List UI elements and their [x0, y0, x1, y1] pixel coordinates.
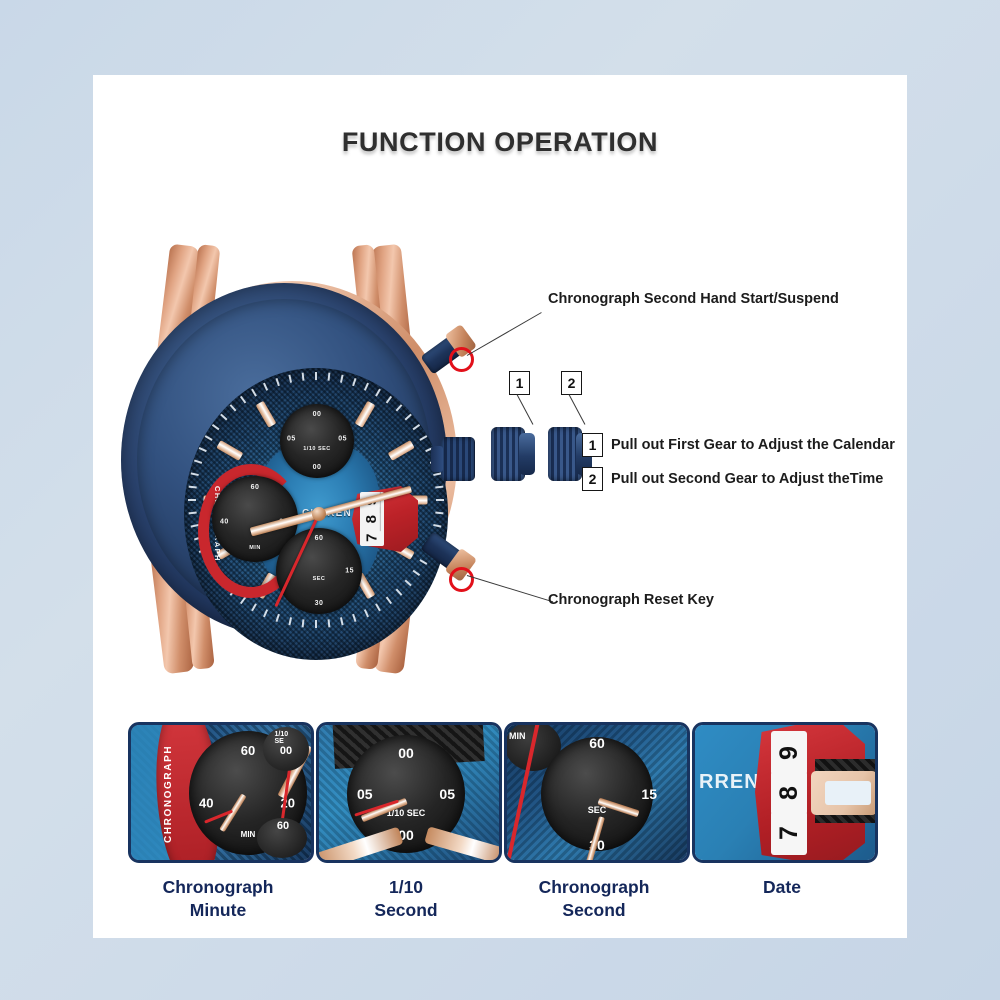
thumbnail-1-arc-text: CHRONOGRAPH — [163, 744, 174, 844]
thumbnail-1-caption-line2: Minute — [189, 900, 247, 921]
thumbnail-4-digit-3: 7 — [771, 811, 807, 855]
thumbnail-3-caption: Chronograph Second — [504, 876, 684, 922]
watch-dial: CHRONOGRAPH 00 05 05 00 1/10 SEC 60 20 4… — [184, 368, 448, 660]
thumbnail-3-num-right: 15 — [641, 786, 657, 802]
crown-position-1[interactable] — [491, 427, 537, 481]
subdial-second-label: SEC — [312, 576, 326, 583]
content-card: FUNCTION OPERATION CHRONOGRAPH 00 — [93, 75, 907, 938]
subdial-tenth-num-top: 00 — [312, 411, 322, 418]
instruction-1-text: Pull out First Gear to Adjust the Calend… — [611, 437, 895, 453]
thumbnail-date[interactable]: RREN 9 8 7 Date — [692, 722, 878, 899]
thumbnail-3-dial-label: SEC — [587, 805, 607, 816]
thumbnail-3-num-top: 60 — [589, 735, 605, 751]
thumbnail-image-chronograph-second: MIN 60 15 30 SEC — [504, 722, 690, 863]
thumbnail-1-num-top: 60 — [240, 743, 256, 758]
subdial-tenth-num-left: 05 — [287, 435, 296, 443]
thumbnail-2-num-left: 05 — [357, 786, 373, 802]
subdial-second-num-bottom: 30 — [314, 600, 324, 607]
instruction-row-1: 1 Pull out First Gear to Adjust the Cale… — [582, 433, 895, 457]
thumbnail-2-dial-label: 1/10 SEC — [386, 808, 426, 819]
subdial-tenth-num-right: 05 — [338, 435, 347, 443]
thumbnail-2-caption-line2: Second — [374, 900, 438, 921]
thumbnail-image-tenth-second: 00 05 05 00 1/10 SEC — [316, 722, 502, 863]
marker-reset-icon — [449, 567, 474, 592]
subdial-minute-label: MIN — [249, 545, 261, 551]
dial-tick — [436, 499, 444, 501]
callout-reset-label: Chronograph Reset Key — [548, 592, 714, 608]
thumbnail-4-arc-text: RREN — [699, 771, 760, 793]
hands-center-pin — [312, 507, 326, 521]
subdial-second-num-top: 60 — [314, 535, 324, 542]
thumbnail-2-num-top: 00 — [398, 745, 414, 761]
thumbnail-4-caption-line1: Date — [763, 877, 801, 897]
instruction-2-text: Pull out Second Gear to Adjust theTime — [611, 471, 884, 487]
dial-tick — [188, 499, 196, 501]
instruction-1-number: 1 — [582, 433, 603, 457]
thumbnail-tenth-second[interactable]: 00 05 05 00 1/10 SEC 1/10 Second — [316, 722, 502, 922]
thumbnail-1-num-left: 40 — [199, 795, 214, 811]
thumbnail-2-caption: 1/10 Second — [316, 876, 496, 922]
callout-start-suspend-label: Chronograph Second Hand Start/Suspend — [548, 291, 839, 307]
subdial-minute-num-top: 60 — [250, 484, 260, 491]
subdial-tenth-second: 00 05 05 00 1/10 SEC — [280, 404, 354, 478]
thumbnail-image-date: RREN 9 8 7 — [692, 722, 878, 863]
watch-illustration: CHRONOGRAPH 00 05 05 00 1/10 SEC 60 20 4… — [105, 243, 525, 675]
instruction-2-number: 2 — [582, 467, 603, 491]
marker-start-suspend-icon — [449, 347, 474, 372]
page-title: FUNCTION OPERATION — [341, 127, 659, 157]
thumbnail-4-digit-1: 9 — [771, 731, 807, 775]
leader-line-crown-2 — [568, 394, 586, 425]
subdial-tenth-num-bottom: 00 — [312, 464, 322, 471]
subdial-second: 60 15 30 SEC — [276, 528, 362, 614]
thumbnail-4-digit-2: 8 — [771, 771, 807, 815]
crown-position-2[interactable] — [548, 427, 594, 481]
thumbnail-1-dial-label: MIN — [240, 830, 256, 839]
watch-bezel-inner: CHRONOGRAPH 00 05 05 00 1/10 SEC 60 20 4… — [137, 299, 448, 660]
thumbnail-chronograph-second[interactable]: MIN 60 15 30 SEC Chronograph Second — [504, 722, 690, 922]
thumbnail-2-caption-line1: 1/10 — [388, 877, 424, 897]
instruction-row-2: 2 Pull out Second Gear to Adjust theTime — [582, 467, 883, 491]
crown-marker-2: 2 — [561, 371, 582, 395]
thumbnail-3-arc-text: MIN — [509, 731, 526, 741]
chronograph-arc — [198, 464, 304, 598]
subdial-minute-num-left: 40 — [220, 518, 229, 526]
thumbnail-3-caption-line1: Chronograph — [538, 877, 650, 897]
subdial-tenth-label: 1/10 SEC — [303, 446, 331, 453]
dial-tick — [315, 620, 317, 628]
dial-tick — [315, 372, 317, 380]
thumbnail-1-caption: Chronograph Minute — [128, 876, 308, 922]
thumbnail-chronograph-minute[interactable]: CHRONOGRAPH 60 40 20 MIN 1/10 SE 00 60 — [128, 722, 314, 922]
crown-marker-1: 1 — [509, 371, 530, 395]
thumbnail-image-chronograph-minute: CHRONOGRAPH 60 40 20 MIN 1/10 SE 00 60 — [128, 722, 314, 863]
thumbnail-4-caption: Date — [692, 876, 872, 899]
thumbnail-1-caption-line1: Chronograph — [162, 877, 274, 897]
watch-crown[interactable] — [431, 437, 475, 481]
thumbnail-2-num-right: 05 — [439, 786, 455, 802]
subdial-second-num-right: 15 — [345, 567, 354, 575]
thumbnail-3-caption-line2: Second — [562, 900, 626, 921]
date-digit-3: 7 — [363, 533, 381, 542]
